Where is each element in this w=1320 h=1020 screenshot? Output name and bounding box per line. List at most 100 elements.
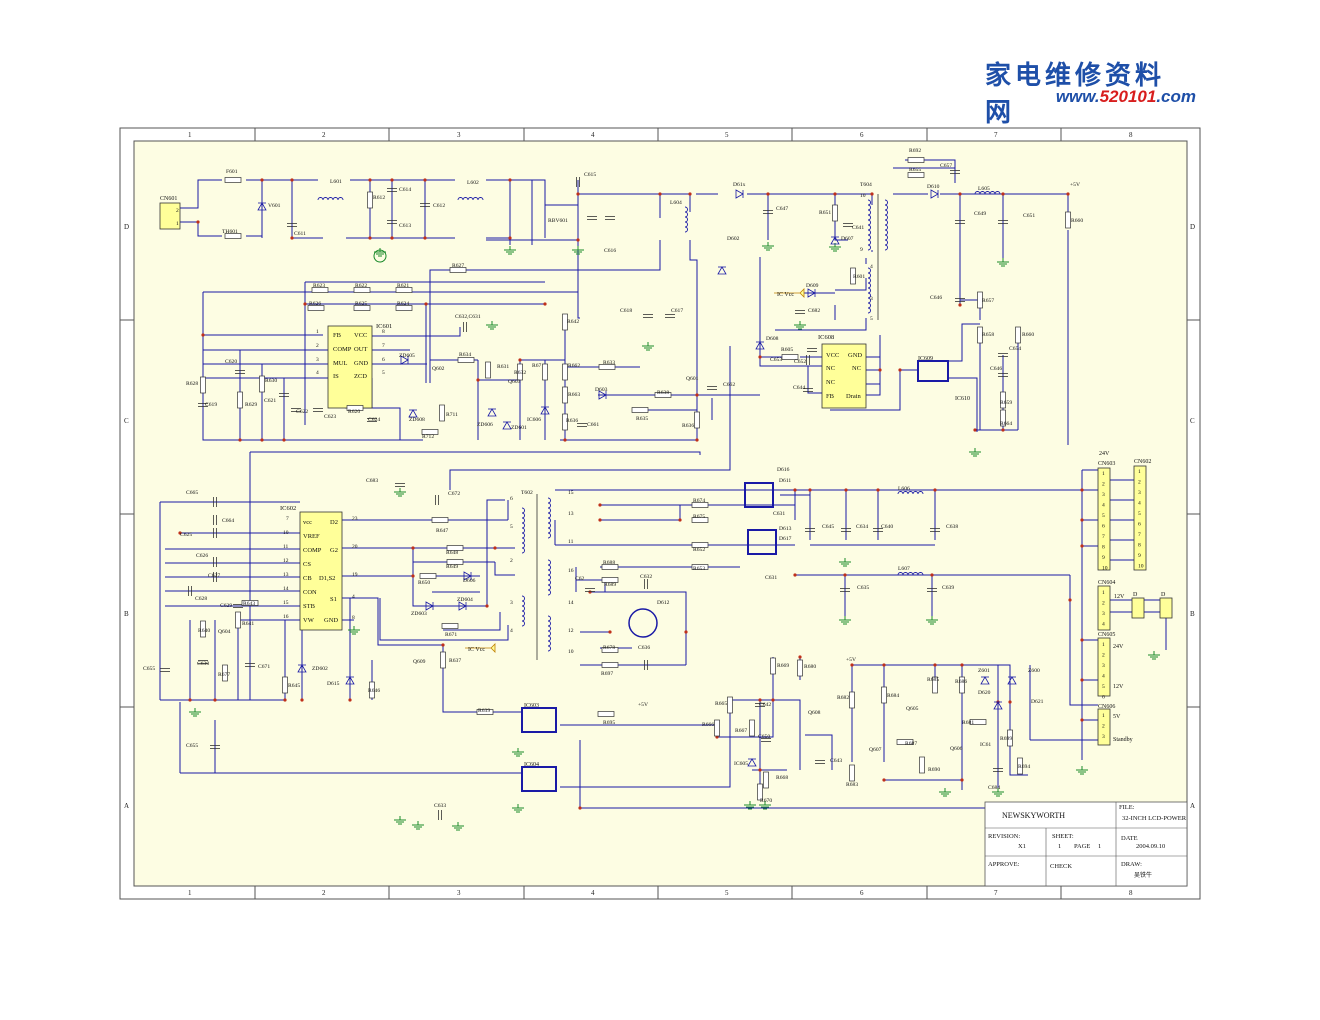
wire-161: [830, 370, 901, 411]
label-r686: R686: [955, 679, 967, 685]
capacitor-symbol-57: [807, 348, 817, 352]
junction-11: [508, 236, 512, 240]
label-r675: R675: [693, 514, 705, 520]
junction-69: [1008, 700, 1012, 704]
capacitor-symbol-5: [387, 188, 397, 192]
junction-48: [598, 518, 602, 522]
label-r651: R651: [819, 210, 831, 216]
resistor-symbol-102: [200, 620, 206, 638]
label-r628: R628: [186, 381, 198, 387]
title-company: NEWSKYWORTH: [1002, 811, 1065, 820]
title-sheet-value: 1: [1058, 843, 1061, 850]
inductor-symbol-147: [897, 491, 924, 495]
frame-col-top-4: 4: [591, 131, 595, 139]
junction-13: [576, 238, 580, 242]
wire-82: [342, 597, 415, 646]
cn603-pin-3: 3: [1102, 492, 1105, 498]
resistor-symbol-160: [749, 719, 755, 737]
title-date-label: DATE: [1121, 835, 1138, 842]
title-revision-label: REVISION:: [988, 833, 1020, 840]
wire-48: [372, 327, 461, 337]
frame-col-top-2: 2: [322, 131, 326, 139]
junction-34: [563, 438, 567, 442]
label-q608: Q608: [808, 710, 821, 716]
connector-cn601: CN601 2 1: [159, 196, 181, 230]
label-c643: C643: [830, 758, 842, 764]
ground-symbol-19: [939, 788, 951, 797]
junction-35: [178, 531, 182, 535]
capacitor-symbol-148: [805, 528, 815, 532]
junction-79: [958, 303, 962, 307]
diode-bridge-d616: [744, 482, 774, 508]
ic608-pin-nc3: NC: [852, 365, 861, 372]
ic602-pin-vcc: vcc: [303, 519, 312, 526]
junction-26: [303, 302, 307, 306]
ic602-pin-d1s2: D1,S2: [319, 575, 335, 582]
junction-16: [766, 192, 770, 196]
label-c62x: C62: [575, 576, 585, 582]
label-r662: R662: [568, 363, 580, 369]
junction-2: [290, 178, 294, 182]
component-labels: F601TH601V601L601R612C614C613C611L602C61…: [143, 148, 1144, 809]
label-r640: R640: [198, 628, 210, 634]
cn604-pin-2: 2: [1102, 601, 1105, 607]
cn603-pin-4: 4: [1102, 503, 1105, 509]
cn602-pin-8: 8: [1138, 543, 1141, 549]
capacitor-symbol-13: [605, 216, 615, 220]
label-r671: R671: [445, 632, 457, 638]
junction-14: [658, 192, 662, 196]
diode-symbol-121: [425, 601, 434, 611]
junction-3: [290, 236, 294, 240]
junction-24: [260, 438, 264, 442]
label-c631b: C631: [765, 575, 777, 581]
t602-pin-5: 15: [568, 490, 574, 496]
connector-cn603: CN603 24V: [1097, 451, 1115, 571]
junction-17: [833, 192, 837, 196]
label-r649: R649: [446, 564, 458, 570]
label-r655: R655: [909, 167, 921, 173]
label-r712: R712: [422, 434, 434, 440]
label-c642: C642: [759, 702, 771, 708]
label-r695: R695: [603, 720, 615, 726]
ground-symbol-18: [759, 801, 771, 810]
capacitor-symbol-94: [213, 515, 217, 525]
t602-pin-1: 5: [510, 524, 513, 530]
ic608-pin-gnd: GND: [848, 352, 862, 359]
label-r624: R624: [397, 301, 409, 307]
watermark-site-name: 家电维修资料网: [985, 61, 1166, 128]
t602-pin-8: 16: [568, 568, 574, 574]
label-c616: C616: [604, 248, 616, 254]
ground-symbol-3: [762, 242, 774, 251]
ground-symbol-6: [642, 342, 654, 351]
junction-37: [283, 698, 287, 702]
label-c649: C649: [974, 211, 986, 217]
label-q609: Q609: [413, 659, 426, 665]
resistor-symbol-101: [235, 611, 241, 629]
resistor-symbol-74: [542, 363, 548, 381]
label-r674: R674: [693, 498, 705, 504]
opto-ic604: IC604: [521, 762, 557, 792]
label-zd605: ZD605: [399, 353, 415, 359]
frame-row-right-D: D: [1190, 223, 1195, 231]
capacitor-symbol-128: [438, 810, 442, 820]
resistor-symbol-28: [1065, 211, 1071, 229]
ic601-pin-1: FB: [333, 332, 342, 339]
ic602-num-20: 20: [352, 544, 358, 550]
label-r621: R621: [397, 283, 409, 289]
label-r653: R653: [693, 566, 705, 572]
watermark-url: www.520101.com: [1055, 87, 1196, 106]
label-r625: R625: [355, 301, 367, 307]
cn604-pin-1: 1: [1102, 590, 1105, 596]
resistor-symbol-138: [691, 517, 709, 523]
svg-text:IC603: IC603: [524, 703, 539, 709]
frame-row-left-B: B: [124, 610, 129, 618]
title-approve-label: APPROVE:: [988, 861, 1020, 868]
cn605-pin-5: 5: [1102, 684, 1105, 690]
label-r642: R642: [567, 319, 579, 325]
capacitor-symbol-63: [279, 393, 289, 397]
label-q606: Q606: [950, 746, 963, 752]
cn603-24v: 24V: [1099, 451, 1110, 457]
title-page-label: PAGE: [1074, 843, 1090, 850]
label-c626: C626: [196, 553, 208, 559]
label-c641: C641: [852, 225, 864, 231]
